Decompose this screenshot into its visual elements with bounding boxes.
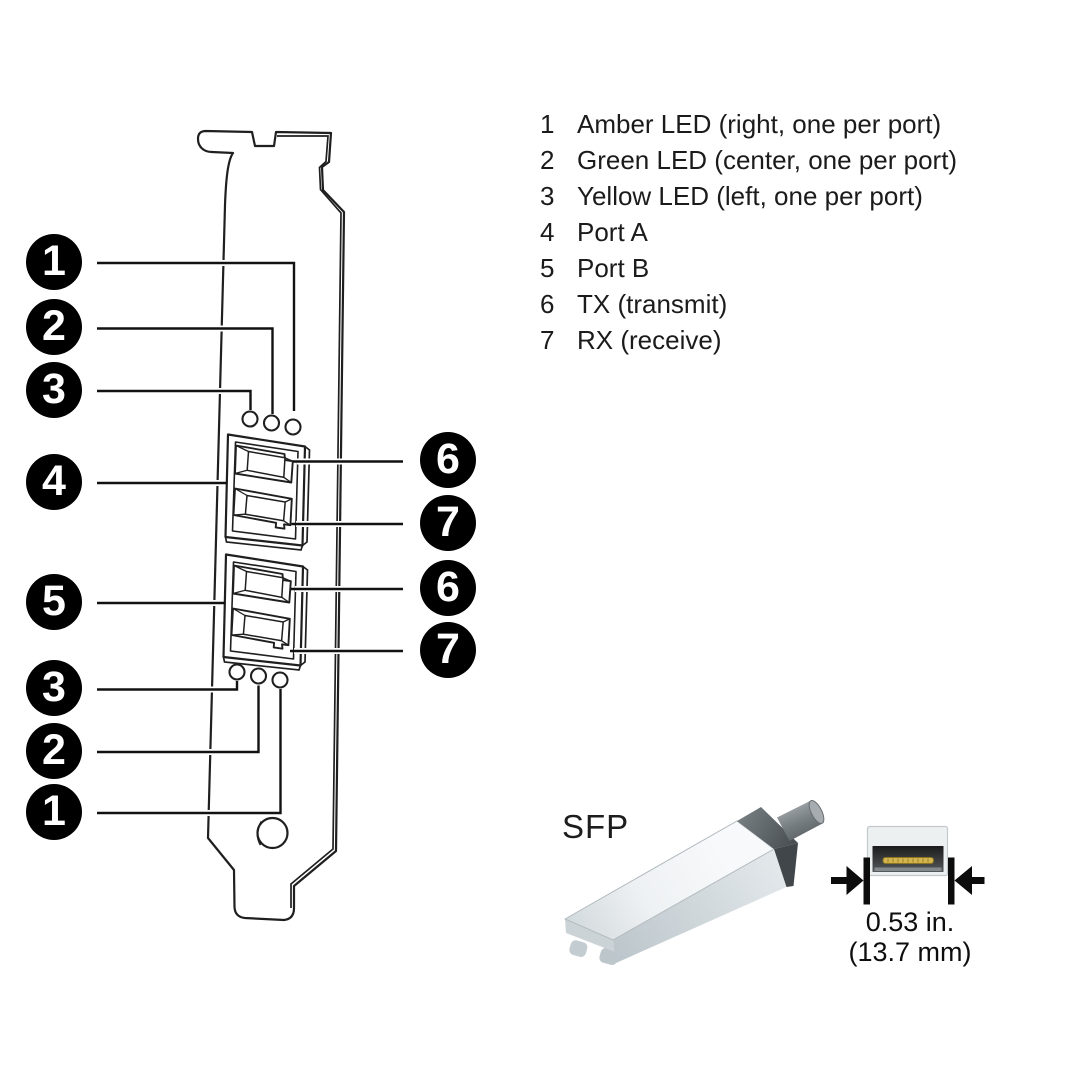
callout-balloon-yellow-led-top: 3 [26, 362, 82, 418]
callout-balloon-port-b: 5 [26, 574, 82, 630]
dimension-arrows [831, 857, 985, 905]
sfp-end-view [831, 825, 985, 905]
legend-item-1: 1 Amber LED (right, one per port) [540, 106, 1010, 142]
legend-item-number: 2 [540, 145, 555, 175]
legend-item-number: 3 [540, 181, 555, 211]
legend-item-label: Port A [577, 217, 648, 247]
legend-item-label: Green LED (center, one per port) [577, 145, 958, 175]
sfp-collar-top [737, 807, 798, 849]
callout-balloon-rx-port-b: 7 [420, 622, 476, 678]
legend-item-7: 7 RX (receive) [540, 322, 1010, 358]
legend-item-label: Yellow LED (left, one per port) [577, 181, 923, 211]
callout-balloon-green-led-bottom: 2 [26, 723, 82, 779]
legend-item-3: 3 Yellow LED (left, one per port) [540, 178, 1010, 214]
legend-item-number: 6 [540, 289, 555, 319]
callout-balloon-tx-port-a: 6 [420, 432, 476, 488]
legend-item-label: RX (receive) [577, 325, 722, 355]
callout-balloon-amber-led-top: 1 [26, 234, 82, 290]
callout-balloon-port-a: 4 [26, 454, 82, 510]
sfp-foot [569, 940, 588, 957]
sfp-barrel-cap [808, 800, 825, 824]
sfp-foot [599, 947, 619, 965]
sfp-collar-side [774, 843, 798, 887]
legend-item-number: 5 [540, 253, 555, 283]
sfp-side-face [613, 849, 787, 963]
legend-item-6: 6 TX (transmit) [540, 286, 1010, 322]
sfp-module-illustration [563, 800, 825, 965]
callout-leader-lines [97, 261, 403, 815]
legend-item-label: TX (transmit) [577, 289, 728, 319]
legend-item-2: 2 Green LED (center, one per port) [540, 142, 1010, 178]
sfp-tail-end [565, 919, 615, 952]
sfp-cage-port-a [224, 433, 311, 552]
pci-bracket-fold-line [277, 135, 342, 908]
callout-balloon-yellow-led-bottom: 3 [26, 660, 82, 716]
legend-item-number: 7 [540, 325, 555, 355]
legend-item-label: Port B [577, 253, 650, 283]
callout-balloon-tx-port-b: 6 [420, 560, 476, 616]
legend-item-4: 4 Port A [540, 214, 1010, 250]
callout-balloon-green-led-top: 2 [26, 299, 82, 355]
legend-item-5: 5 Port B [540, 250, 1010, 286]
sfp-end-slot-floor [874, 867, 942, 871]
dimension-value-inches: 0.53 in. [865, 907, 955, 937]
sfp-gold-contacts [887, 858, 929, 863]
screw-hole-depth-arc [256, 821, 263, 846]
legend: 1 Amber LED (right, one per port) 2 Gree… [540, 106, 1010, 358]
legend-item-number: 1 [540, 109, 555, 139]
callout-balloon-amber-led-bottom: 1 [26, 784, 82, 840]
screw-hole [256, 816, 289, 850]
dimension-value-mm: (13.7 mm) [848, 937, 972, 967]
legend-item-number: 4 [540, 217, 555, 247]
legend-item-label: Amber LED (right, one per port) [577, 109, 942, 139]
sfp-label: SFP [562, 808, 630, 845]
callout-balloon-rx-port-a: 7 [420, 495, 476, 551]
